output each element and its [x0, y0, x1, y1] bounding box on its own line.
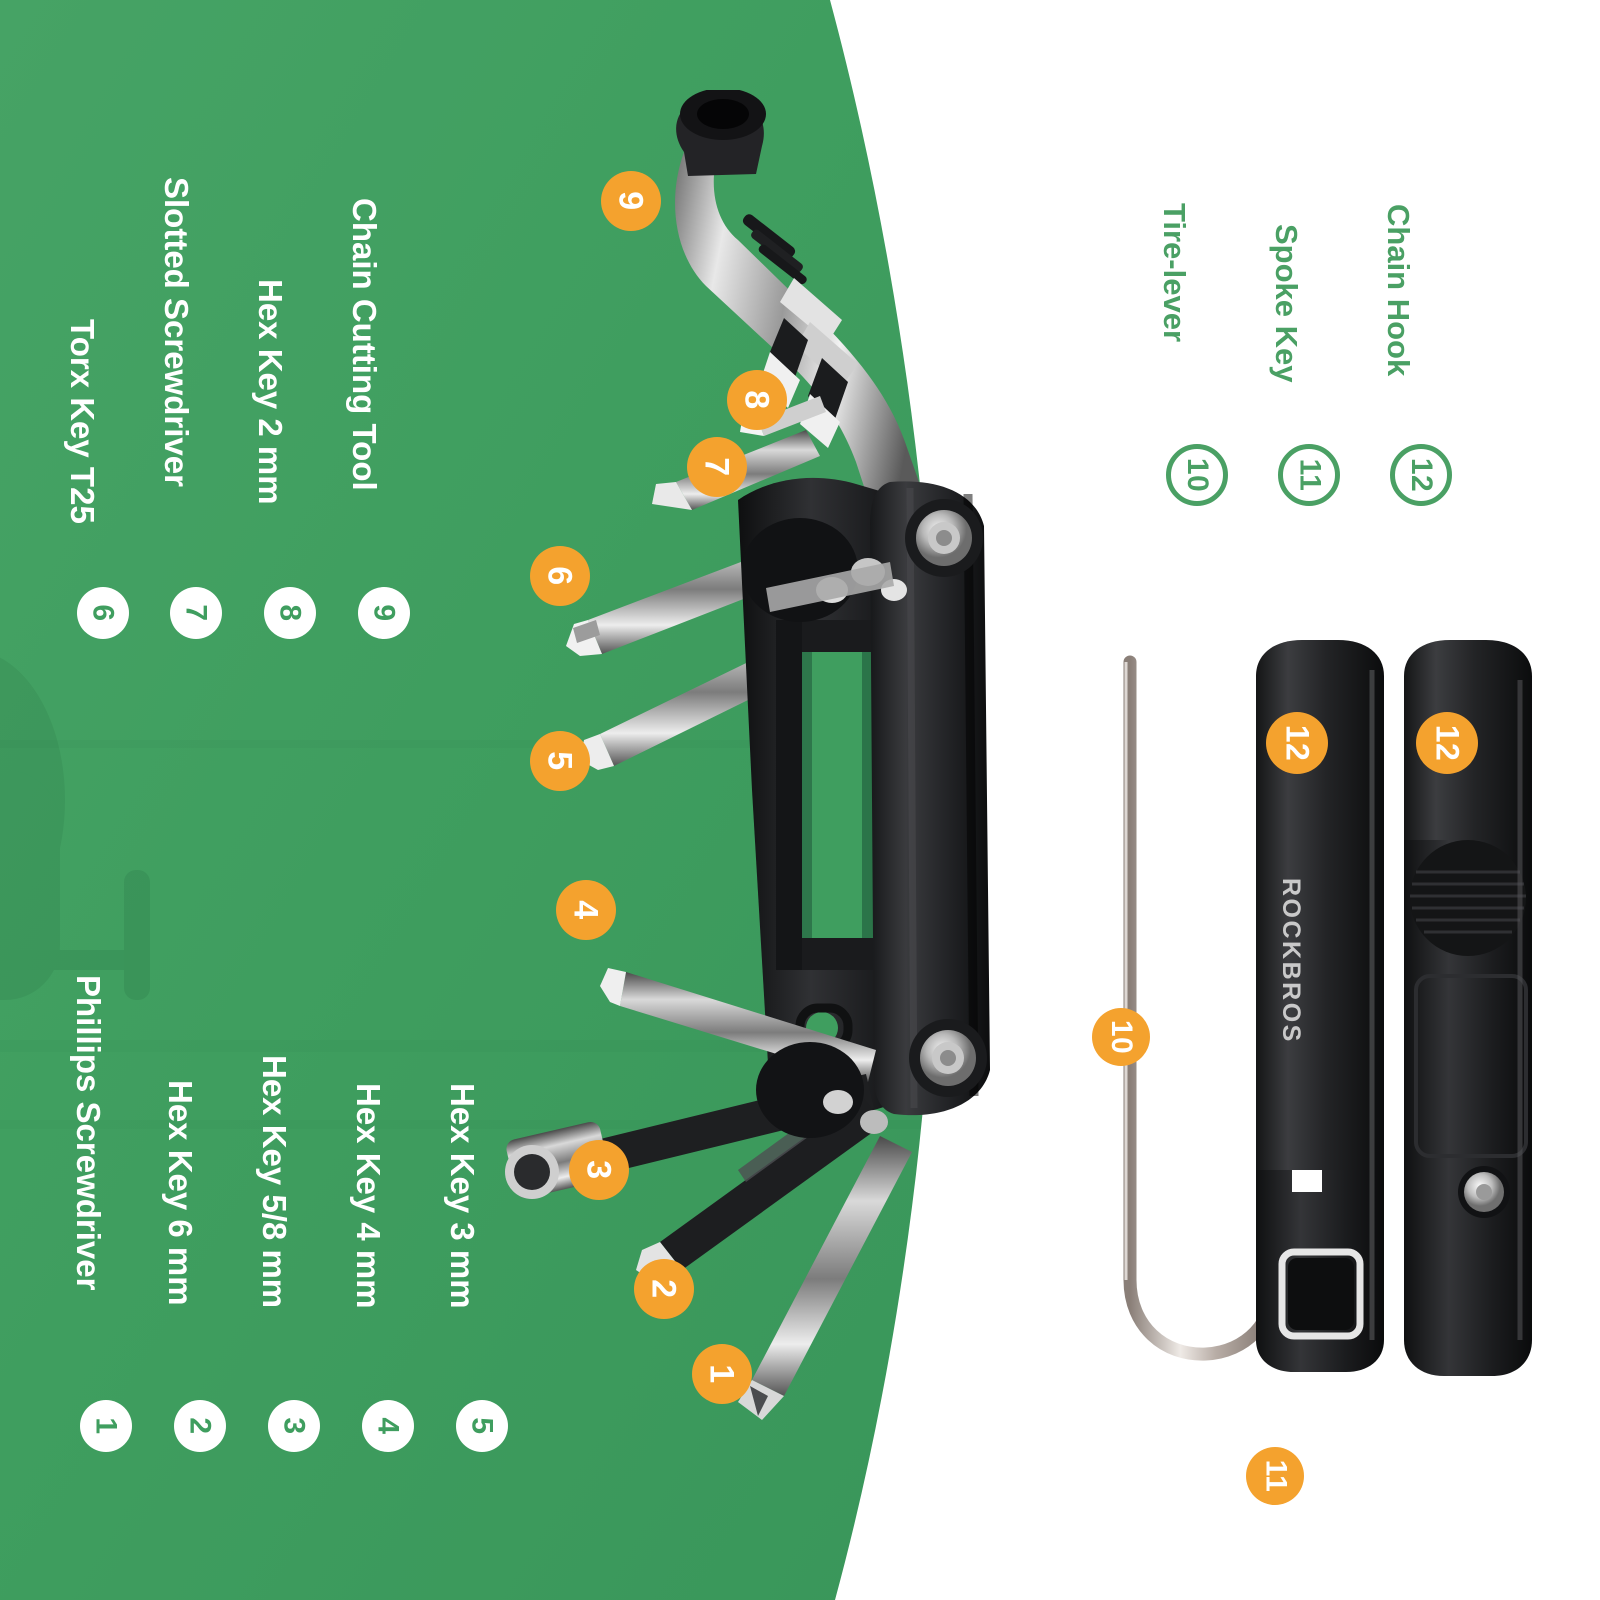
tool-number-badge-2: 2 — [174, 1400, 226, 1452]
brand-label-rockbros: ROCKBROS — [1277, 878, 1305, 1044]
callout-badge-4: 4 — [556, 880, 616, 940]
accessory-label-10: Tire-lever — [1157, 203, 1192, 343]
multitool-body — [738, 477, 990, 1116]
multitool-illustration — [470, 90, 1060, 1430]
callout-badge-6: 6 — [530, 546, 590, 606]
tool-label-3: Hex Key 5/8 mm — [256, 1055, 293, 1309]
callout-badge-5: 5 — [530, 731, 590, 791]
tool-label-8: Hex Key 2 mm — [252, 279, 289, 505]
accessory-label-12: Chain Hook — [1381, 204, 1416, 377]
callout-badge-10: 10 — [1092, 1008, 1150, 1066]
pivot-bolt-top — [905, 499, 983, 577]
accessory-number-badge-11: 11 — [1278, 444, 1340, 506]
tool-label-2: Hex Key 6 mm — [162, 1080, 199, 1306]
chain-hook — [1123, 655, 1281, 1361]
callout-badge-3: 3 — [569, 1140, 629, 1200]
tool-number-badge-5: 5 — [456, 1400, 508, 1452]
callout-badge-7: 7 — [687, 437, 747, 497]
folded-bits-upper — [742, 518, 907, 622]
callout-badge-11: 11 — [1246, 1447, 1304, 1505]
phillips-screwdriver — [738, 1136, 912, 1420]
callout-badge-12-left: 12 — [1266, 712, 1328, 774]
pivot-bolt-bottom — [909, 1019, 987, 1097]
accessory-label-11: Spoke Key — [1269, 224, 1304, 383]
callout-badge-1: 1 — [692, 1344, 752, 1404]
tool-number-badge-4: 4 — [362, 1400, 414, 1452]
tool-number-badge-8: 8 — [264, 587, 316, 639]
tool-label-7: Slotted Screwdriver — [158, 177, 195, 487]
tool-label-6: Torx Key T25 — [64, 319, 101, 524]
callout-badge-9: 9 — [601, 171, 661, 231]
tool-label-4: Hex Key 4 mm — [350, 1083, 387, 1309]
folded-bits-lower — [756, 1042, 888, 1138]
callout-badge-8: 8 — [727, 370, 787, 430]
tool-label-9: Chain Cutting Tool — [346, 198, 383, 491]
callout-badge-12-right: 12 — [1416, 712, 1478, 774]
tool-number-badge-9: 9 — [358, 587, 410, 639]
tool-number-badge-1: 1 — [80, 1400, 132, 1452]
tool-number-badge-6: 6 — [77, 587, 129, 639]
accessory-number-badge-10: 10 — [1166, 444, 1228, 506]
callout-badge-2: 2 — [634, 1259, 694, 1319]
tool-label-1: Phillips Screwdriver — [70, 975, 107, 1291]
tool-number-badge-3: 3 — [268, 1400, 320, 1452]
tool-number-badge-7: 7 — [170, 587, 222, 639]
accessory-number-badge-12: 12 — [1390, 444, 1452, 506]
